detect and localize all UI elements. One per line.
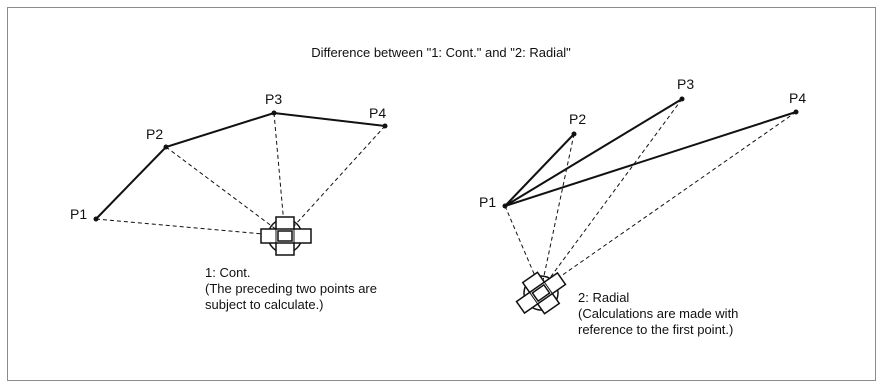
left-label-p3: P3	[265, 91, 282, 107]
right-caption-line-1: 2: Radial	[578, 290, 630, 305]
left-caption-line-3: subject to calculate.)	[205, 297, 324, 312]
right-dash-p2	[540, 133, 575, 291]
right-diagram: P1 P2 P3 P4	[479, 76, 806, 315]
right-dash-p3	[540, 98, 683, 291]
right-point-p3	[679, 96, 685, 102]
right-label-p2: P2	[569, 111, 586, 127]
left-point-p1	[93, 216, 99, 222]
left-caption-line-2: (The preceding two points are	[205, 281, 377, 296]
diagram-border	[7, 7, 876, 381]
right-point-p4	[793, 109, 799, 115]
left-label-p4: P4	[369, 105, 386, 121]
right-dash-p1	[504, 205, 542, 291]
left-caption: 1: Cont. (The preceding two points are s…	[205, 265, 377, 313]
diagram-title: Difference between "1: Cont." and "2: Ra…	[311, 45, 571, 60]
left-point-p2	[163, 144, 169, 150]
right-label-p3: P3	[677, 76, 694, 92]
right-point-p1	[502, 203, 508, 209]
left-label-p2: P2	[146, 126, 163, 142]
left-diagram: P1 P2 P3 P4	[70, 91, 388, 256]
left-label-p1: P1	[70, 206, 87, 222]
left-instrument-icon	[260, 216, 312, 256]
right-caption-line-3: reference to the first point.)	[578, 322, 734, 337]
left-dash-p2	[165, 146, 286, 237]
left-caption-line-1: 1: Cont.	[205, 265, 251, 280]
left-point-p4	[382, 123, 388, 129]
right-label-p4: P4	[789, 90, 806, 106]
left-point-p3	[271, 110, 277, 116]
left-traverse-line	[95, 111, 386, 220]
right-ray-p2	[504, 133, 575, 207]
left-dash-p4	[284, 125, 386, 237]
right-ray-p4	[504, 111, 797, 207]
left-dash-p1	[95, 218, 286, 237]
right-caption: 2: Radial (Calculations are made with re…	[578, 290, 738, 338]
right-instrument-icon	[515, 271, 567, 315]
right-ray-p3	[504, 98, 683, 207]
right-caption-line-2: (Calculations are made with	[578, 306, 739, 321]
right-dash-p4	[540, 111, 797, 291]
right-label-p1: P1	[479, 194, 496, 210]
right-point-p2	[571, 131, 577, 137]
